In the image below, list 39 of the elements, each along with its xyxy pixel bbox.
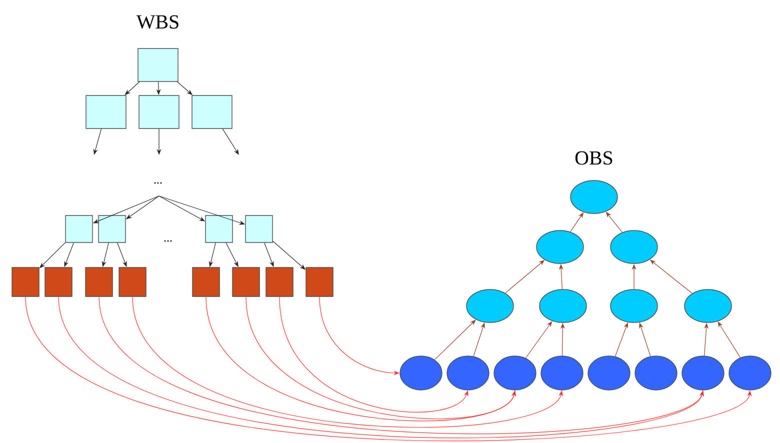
box <box>118 267 146 297</box>
ellipse-node <box>588 356 630 390</box>
ellipse-node <box>684 289 732 323</box>
box <box>98 215 126 243</box>
box <box>232 267 260 297</box>
box <box>65 215 93 243</box>
arrow <box>222 128 239 155</box>
box <box>192 95 232 129</box>
box <box>266 267 294 297</box>
ellipse-node <box>466 289 514 323</box>
arrow <box>525 321 552 358</box>
box <box>205 215 233 243</box>
ellipsis: ... <box>164 240 172 242</box>
arrow <box>279 296 468 412</box>
heading: WBS <box>136 15 178 29</box>
ellipse-node <box>570 180 618 214</box>
ellipsis: ... <box>154 182 162 184</box>
ellipse-node <box>494 356 536 390</box>
ellipse-node <box>536 230 584 264</box>
box <box>245 215 273 243</box>
box <box>86 95 126 129</box>
box <box>192 267 220 297</box>
ellipse-node <box>610 289 658 323</box>
ellipse-node <box>400 356 442 390</box>
box <box>44 267 72 297</box>
ellipse-node <box>446 356 490 390</box>
arrow <box>132 296 563 428</box>
ellipse-node <box>682 356 724 390</box>
box <box>138 48 178 82</box>
ellipse-node <box>634 356 678 390</box>
arrow <box>434 320 476 360</box>
ellipse-node <box>728 356 772 390</box>
ellipse-node <box>610 230 658 264</box>
box <box>85 267 113 297</box>
box <box>138 95 180 129</box>
box <box>12 267 40 297</box>
ellipse-node <box>540 356 584 390</box>
ellipse-node <box>539 289 587 323</box>
box <box>306 267 334 297</box>
